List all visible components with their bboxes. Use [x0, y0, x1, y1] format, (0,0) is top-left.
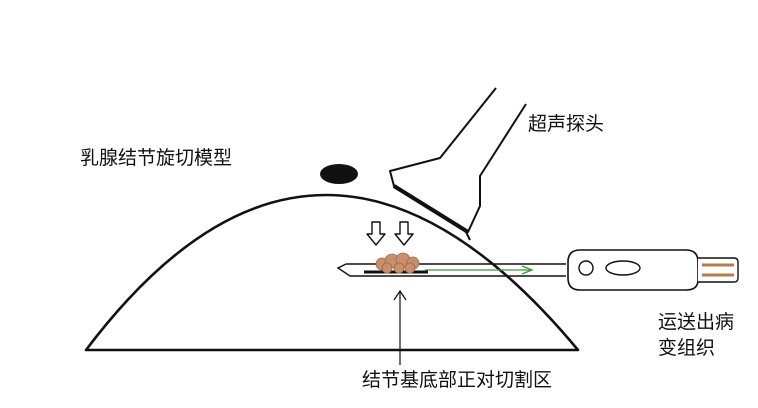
- needle-tip: [336, 263, 351, 277]
- base-pointer-arrow: [393, 289, 407, 365]
- surface-lesion: [320, 164, 358, 184]
- breast-model-outline: [84, 193, 580, 352]
- tissue-transport-arrow: [425, 265, 534, 275]
- transport-label-line2: 变组织: [658, 337, 716, 359]
- probe-contact-face: [392, 184, 470, 234]
- down-arrow-right: [394, 221, 414, 246]
- probe-tip: [465, 231, 471, 241]
- handle-button: [578, 260, 594, 276]
- cutting-base-label: 结节基底部正对切割区: [362, 369, 553, 391]
- model-label: 乳腺结节旋切模型: [80, 147, 233, 169]
- device-handle: [567, 249, 739, 291]
- probe-label: 超声探头: [528, 113, 605, 135]
- down-arrow-left: [366, 221, 386, 246]
- nodule-tissue: [375, 252, 420, 274]
- probe-body: [389, 87, 527, 233]
- handle-window: [605, 260, 641, 276]
- transport-label-line1: 运送出病: [658, 311, 735, 333]
- ultrasound-probe: [389, 87, 527, 241]
- handle-cable-box: [698, 257, 739, 283]
